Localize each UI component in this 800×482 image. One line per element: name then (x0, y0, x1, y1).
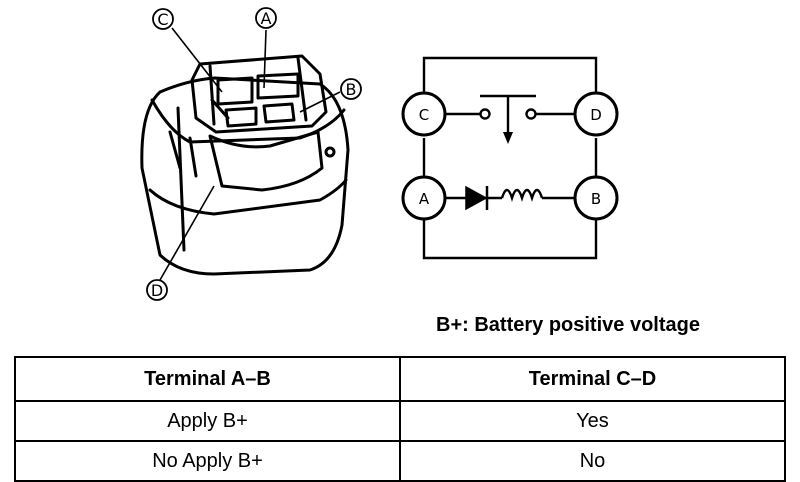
legend-battery-voltage: B+: Battery positive voltage (436, 314, 700, 336)
table-header-terminal-ab: Terminal A–B (14, 356, 401, 402)
table-cell: No Apply B+ (14, 440, 401, 482)
relay-illustration (140, 54, 350, 276)
callout-d: D (146, 279, 168, 301)
terminal-c: C (401, 91, 447, 137)
diode-icon (465, 185, 489, 211)
table-header-row: Terminal A–B Terminal C–D (14, 356, 786, 402)
table-row: No Apply B+ No (14, 440, 786, 482)
circuit-schematic (422, 56, 598, 260)
callout-c: C (152, 8, 174, 30)
table-cell: No (399, 440, 786, 482)
relay-diagram: C A B D C (140, 7, 619, 301)
callout-leaders (159, 27, 341, 281)
terminal-a: A (401, 175, 447, 221)
terminal-b: B (573, 175, 619, 221)
svg-text:D: D (590, 106, 602, 124)
svg-text:B: B (591, 190, 601, 208)
svg-text:A: A (261, 9, 272, 28)
table-row: Apply B+ Yes (14, 400, 786, 442)
svg-text:D: D (151, 281, 163, 300)
svg-text:B: B (346, 80, 357, 99)
table-cell: Yes (399, 400, 786, 442)
arrow-icon (503, 132, 513, 144)
svg-text:C: C (419, 106, 429, 124)
svg-text:C: C (157, 10, 168, 29)
svg-text:A: A (419, 190, 430, 208)
callout-a: A (255, 7, 277, 29)
callout-b: B (340, 78, 362, 100)
table-header-terminal-cd: Terminal C–D (399, 356, 786, 402)
terminal-d: D (573, 91, 619, 137)
continuity-table: Terminal A–B Terminal C–D Apply B+ Yes N… (14, 356, 786, 482)
table-cell: Apply B+ (14, 400, 401, 442)
